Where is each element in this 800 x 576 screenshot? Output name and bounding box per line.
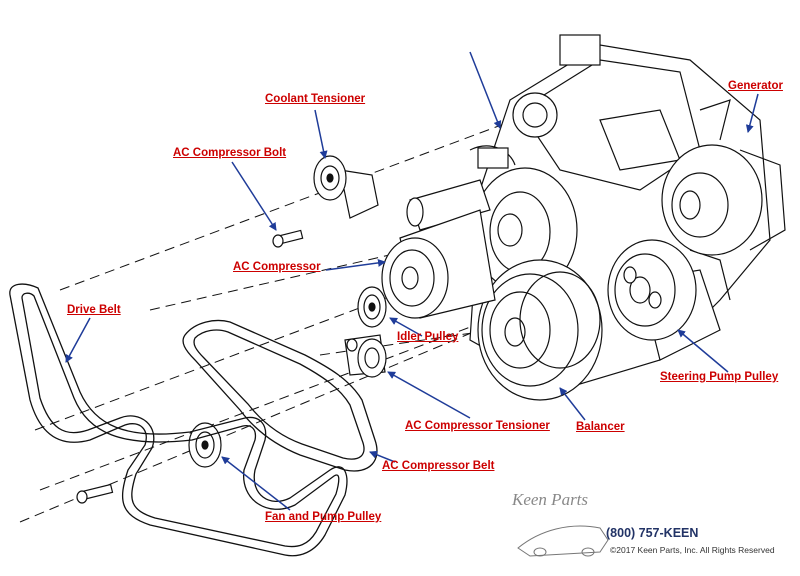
pointer-arrows — [65, 51, 759, 511]
label-steering-pump-pulley[interactable]: Steering Pump Pulley — [660, 371, 779, 383]
ac-compressor-arrow — [325, 258, 386, 271]
idler-pulley — [357, 286, 387, 328]
balancer — [477, 259, 603, 401]
idler-pulley-arrow — [389, 317, 423, 337]
ac-compressor-tensioner — [344, 334, 387, 378]
ac-compressor-bolt — [272, 229, 304, 248]
label-coolant-tensioner[interactable]: Coolant Tensioner — [265, 93, 366, 105]
generator — [661, 144, 786, 256]
label-idler-pulley[interactable]: Idler Pulley — [397, 331, 459, 343]
fan-and-pump-pulley — [76, 422, 222, 504]
generator-arrow — [745, 93, 759, 133]
label-drive-belt[interactable]: Drive Belt — [67, 304, 121, 316]
keen-parts-logo: Keen Parts — [512, 490, 589, 509]
ac-compressor — [381, 209, 496, 319]
label-generator[interactable]: Generator — [728, 80, 783, 92]
label-ac-compressor-tensioner[interactable]: AC Compressor Tensioner — [405, 420, 550, 432]
label-ac-compressor-bolt[interactable]: AC Compressor Bolt — [173, 147, 287, 159]
steering-pump-pulley — [607, 239, 697, 341]
fan-and-pump-pulley-arrow — [221, 456, 291, 511]
label-balancer[interactable]: Balancer — [576, 421, 625, 433]
label-ac-compressor[interactable]: AC Compressor — [233, 261, 321, 273]
ac-compressor-belt-arrow — [369, 450, 396, 463]
keen-parts-car-logo — [517, 525, 609, 557]
coolant-tensioner — [313, 155, 379, 219]
label-fan-and-pump-pulley[interactable]: Fan and Pump Pulley — [265, 511, 382, 523]
steering-pump-pulley-arrow — [677, 329, 729, 373]
top-reference-arrow — [469, 51, 502, 129]
ac-compressor-bolt-arrow — [231, 161, 277, 231]
label-ac-compressor-belt[interactable]: AC Compressor Belt — [382, 460, 495, 472]
drive-belt-arrow — [65, 317, 91, 363]
copyright-notice: ©2017 Keen Parts, Inc. All Rights Reserv… — [610, 545, 775, 555]
phone-number: (800) 757-KEEN — [606, 526, 699, 540]
ac-compressor-belt — [182, 319, 378, 472]
ac-compressor-tensioner-arrow — [387, 371, 471, 419]
balancer-arrow — [559, 387, 586, 421]
coolant-tensioner-arrow — [314, 109, 328, 159]
